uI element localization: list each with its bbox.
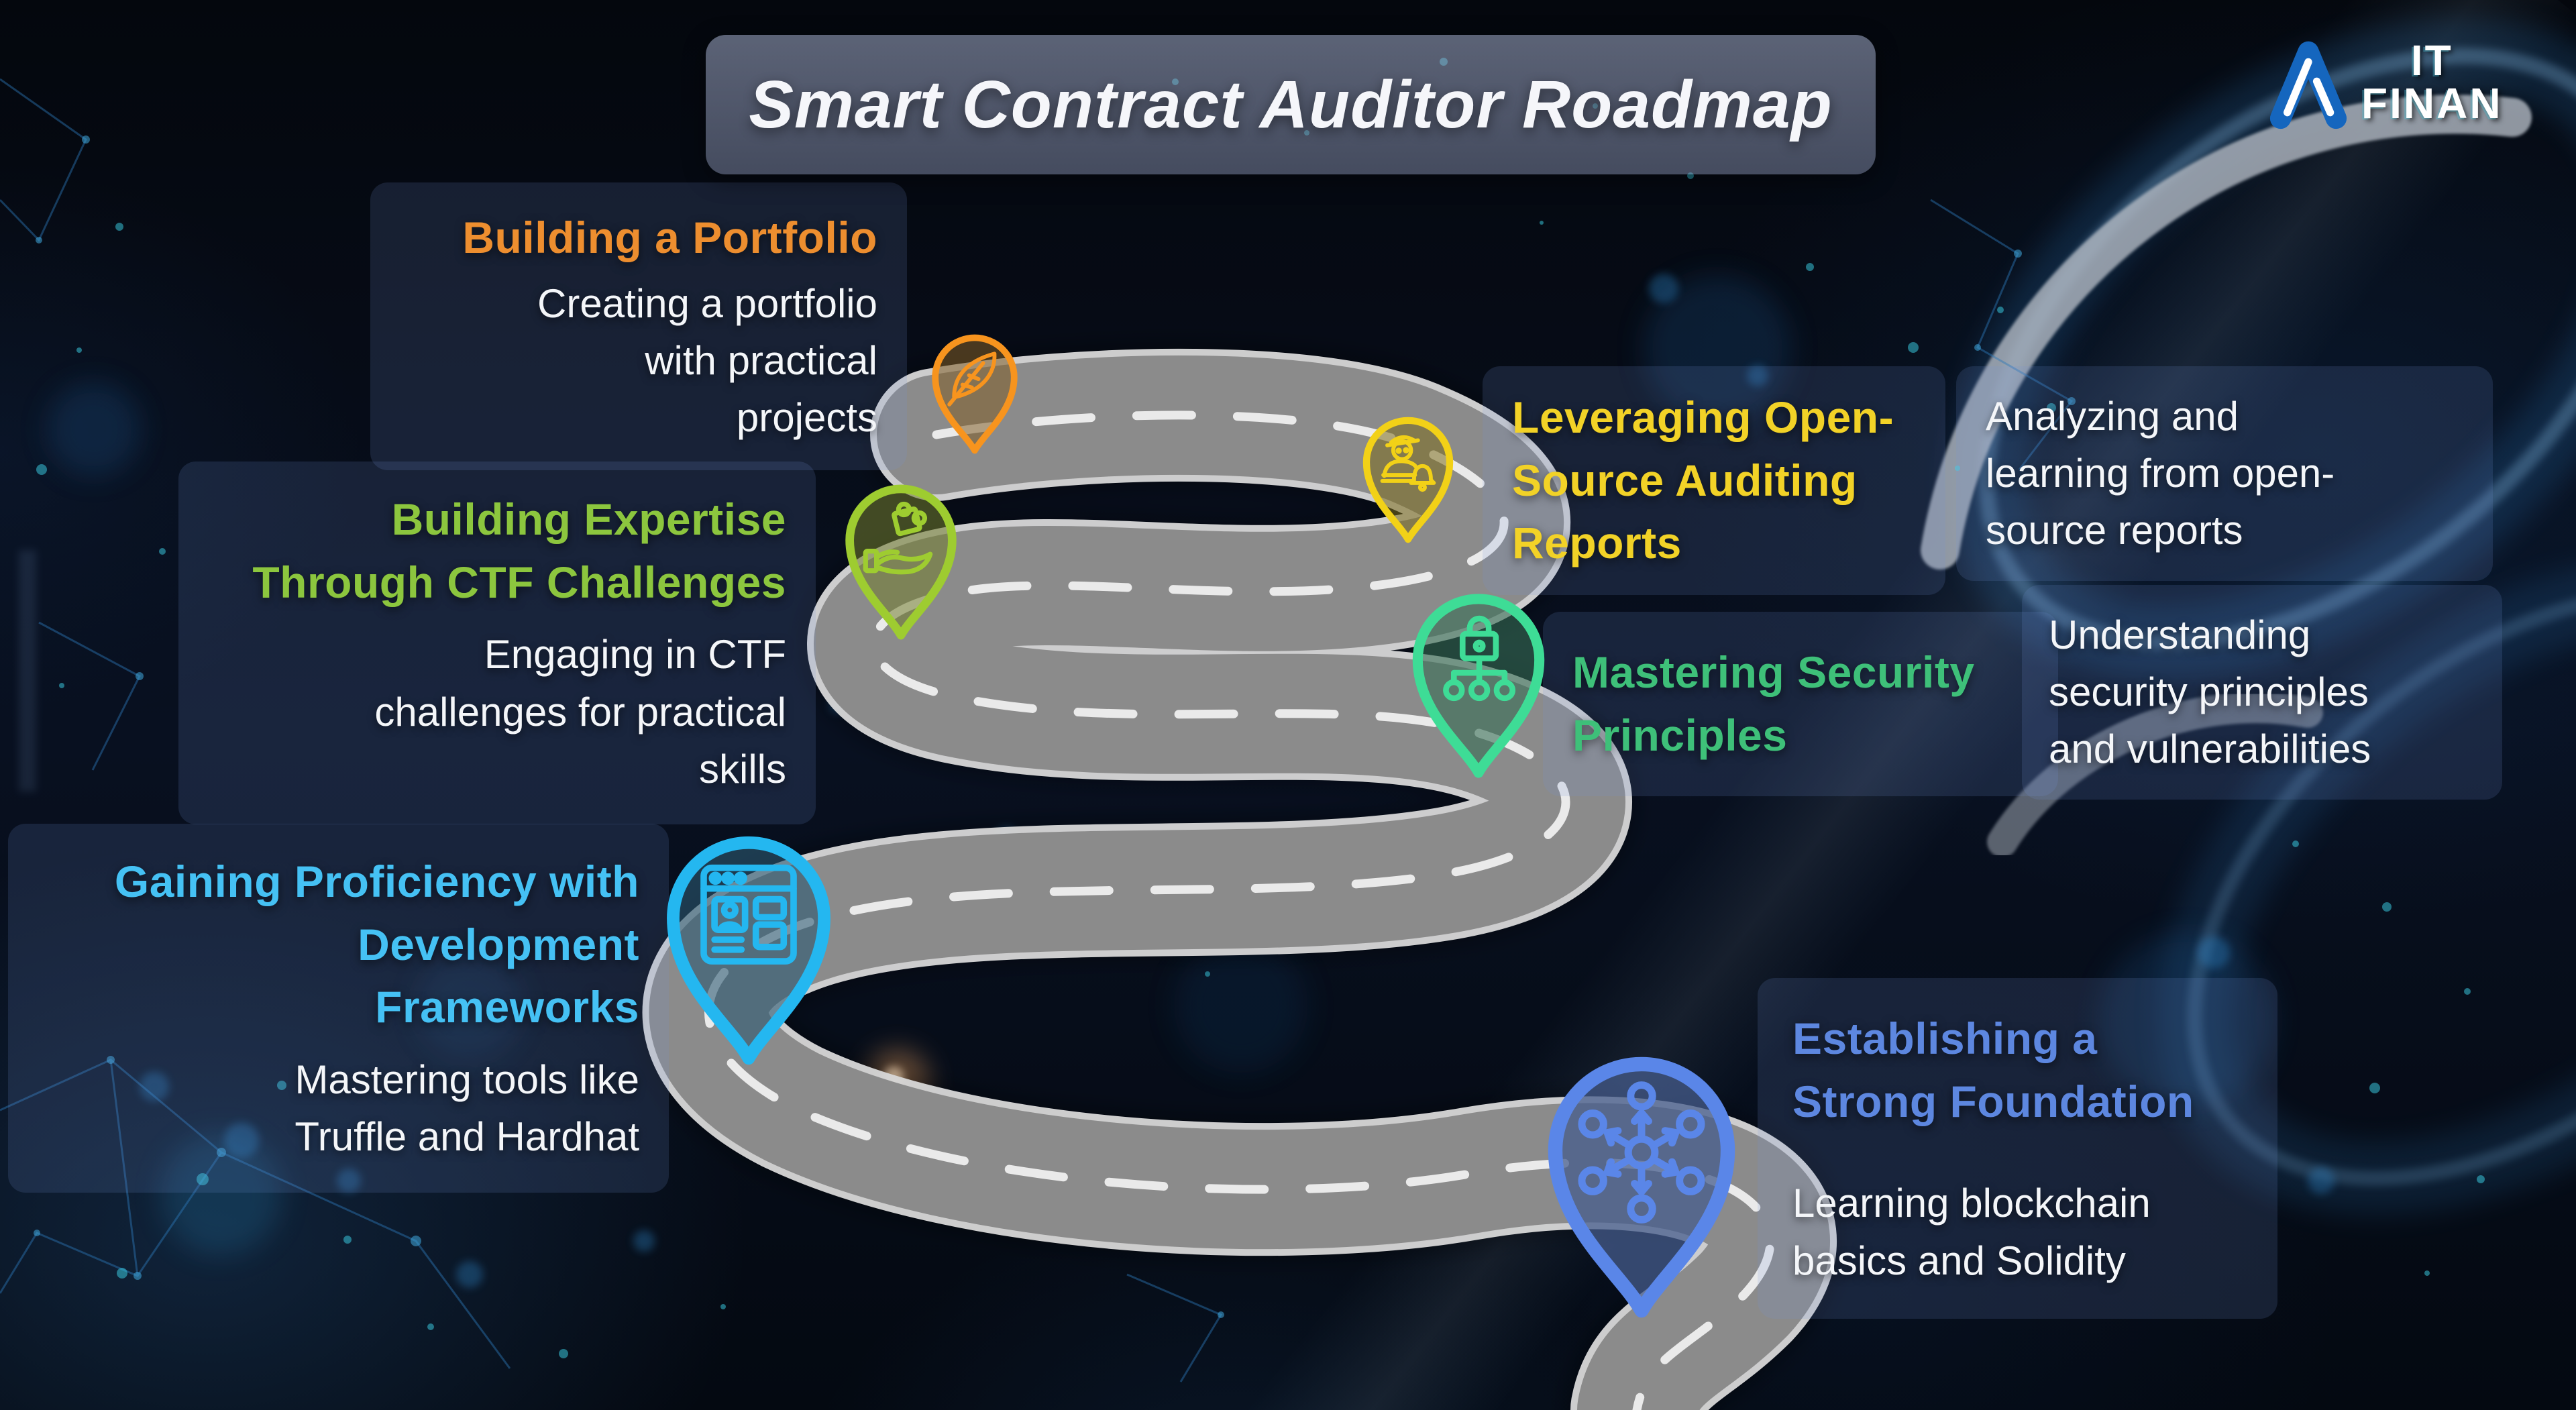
milestone-description: Creating a portfolio with practical proj… (537, 280, 877, 441)
milestone-pin-foundation (1548, 1056, 1735, 1318)
milestone-card-reports-body: Analyzing and learning from open- source… (1956, 366, 2493, 581)
blockchain-chain-decoration (1104, 0, 2576, 1410)
milestone-description: Understanding security principles and vu… (2049, 612, 2371, 772)
milestone-description: Learning blockchain basics and Solidity (1792, 1181, 2151, 1283)
milestone-pin-security (1412, 594, 1545, 778)
milestone-heading: Building a Portfolio (462, 213, 877, 262)
milestone-card-reports-heading: Leveraging Open- Source Auditing Reports (1483, 366, 1945, 596)
milestone-card-foundation: Establishing a Strong Foundation Learnin… (1758, 978, 2277, 1319)
chevron-a-icon (2269, 41, 2347, 129)
puzzle-hand-icon (863, 501, 933, 575)
milestone-heading: Gaining Proficiency with Development Fra… (114, 857, 639, 1032)
auditor-bell-icon (1380, 435, 1436, 492)
network-nodes (34, 135, 2076, 1318)
decentralized-network-icon (1578, 1081, 1705, 1224)
brand-name-line1: IT (2410, 36, 2453, 85)
milestone-heading: Mastering Security Principles (1572, 647, 1975, 760)
milestone-heading: Establishing a Strong Foundation (1792, 1014, 2194, 1126)
title-banner: Smart Contract Auditor Roadmap (706, 35, 1876, 174)
milestone-pin-reports (1362, 417, 1454, 543)
milestone-card-security-heading: Mastering Security Principles (1543, 612, 2058, 797)
feather-icon (947, 351, 997, 406)
milestone-card-ctf: Building Expertise Through CTF Challenge… (178, 462, 816, 824)
milestone-card-security-body: Understanding security principles and vu… (2022, 585, 2502, 800)
milestone-card-portfolio: Building a Portfolio Creating a portfoli… (370, 182, 907, 471)
portfolio-window-icon (700, 864, 797, 965)
milestone-description: Mastering tools like Truffle and Hardhat (294, 1057, 639, 1160)
brand-name: IT FINAN (2361, 39, 2503, 125)
milestone-heading: Leveraging Open- Source Auditing Reports (1512, 392, 1894, 568)
milestone-card-frameworks: Gaining Proficiency with Development Fra… (8, 824, 669, 1193)
brand-logo: IT FINAN (2266, 38, 2503, 130)
milestone-heading: Building Expertise Through CTF Challenge… (252, 494, 786, 607)
lock-network-icon (1443, 615, 1516, 702)
milestone-pin-frameworks (667, 836, 830, 1065)
milestone-description: Engaging in CTF challenges for practical… (374, 632, 786, 792)
brand-name-line2: FINAN (2361, 79, 2503, 127)
milestone-pin-portfolio (932, 334, 1018, 454)
milestone-description: Analyzing and learning from open- source… (1986, 394, 2335, 553)
road-centerline (704, 411, 1775, 1410)
page-title: Smart Contract Auditor Roadmap (749, 66, 1833, 142)
milestone-pin-ctf (845, 484, 957, 640)
